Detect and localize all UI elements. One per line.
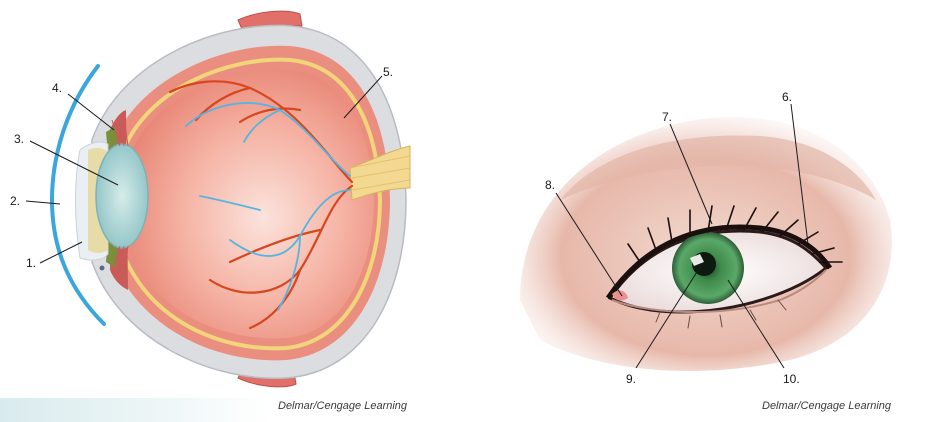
credit-left: Delmar/Cengage Learning <box>278 400 408 412</box>
suspensory-ligaments <box>111 117 129 275</box>
cornea <box>49 64 106 326</box>
label-8: 8. <box>545 178 555 192</box>
retinal-veins <box>185 102 351 311</box>
upper-lid-line <box>605 224 833 300</box>
retina-layer <box>120 57 383 351</box>
pupil-highlight <box>690 254 704 266</box>
eyeball-cross-section: 1. 2. 3. 4. 5. <box>10 10 411 388</box>
leader-lines-left <box>25 75 383 264</box>
vitreous-body <box>128 69 374 339</box>
bottom-gradient-strip <box>0 398 270 422</box>
label-10: 10. <box>783 372 800 386</box>
label-3: 3. <box>14 132 24 146</box>
leader-lines-right <box>555 103 809 369</box>
lower-lashes <box>655 299 787 329</box>
lens <box>95 143 149 249</box>
label-1: 1. <box>26 256 36 270</box>
label-4: 4. <box>52 81 62 95</box>
label-2: 2. <box>10 194 20 208</box>
label-7: 7. <box>662 110 672 124</box>
canal-dot <box>99 265 105 271</box>
label-9: 9. <box>626 372 636 386</box>
label-5: 5. <box>383 65 393 79</box>
label-6: 6. <box>782 90 792 104</box>
caruncle <box>612 290 628 301</box>
external-eye: 6. 7. 8. 9. 10. <box>520 90 892 386</box>
lower-lid-line <box>611 269 827 313</box>
credit-right: Delmar/Cengage Learning <box>762 400 892 412</box>
